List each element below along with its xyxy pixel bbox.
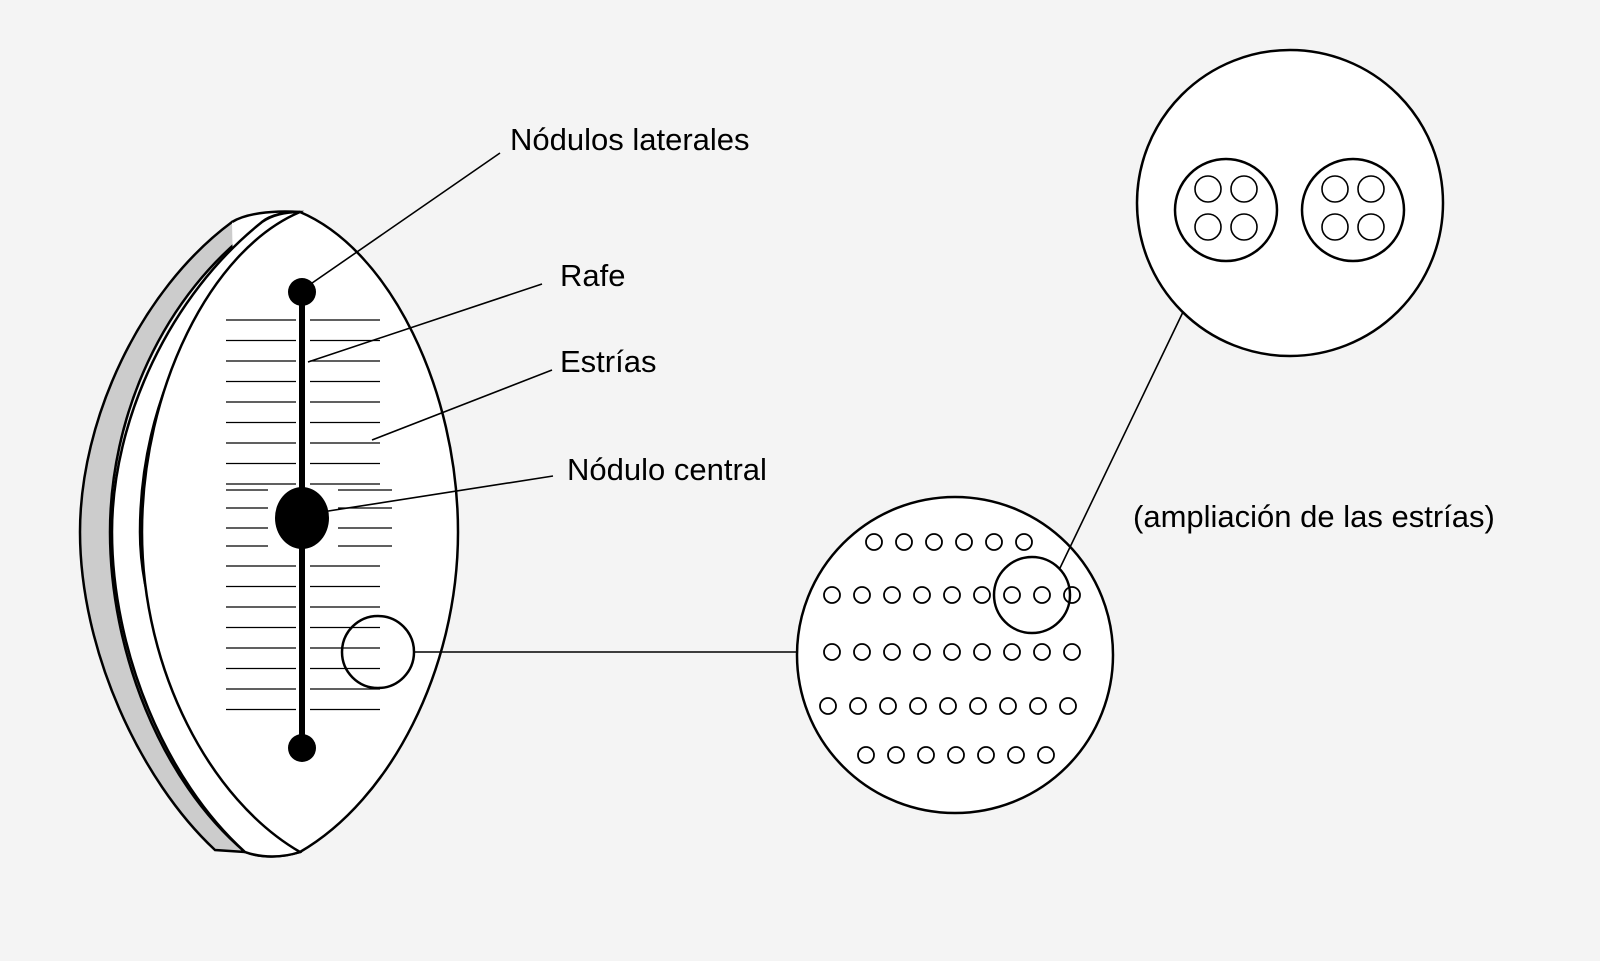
pore: [853, 643, 871, 661]
pore: [973, 643, 991, 661]
pore: [943, 643, 961, 661]
pore-cluster-left: [1173, 157, 1279, 263]
pore-sub: [1321, 213, 1349, 241]
pore: [849, 697, 867, 715]
pore: [883, 586, 901, 604]
label-lateral-nodules: Nódulos laterales: [510, 122, 750, 157]
pore: [1015, 533, 1033, 551]
central-nodule: [275, 487, 329, 549]
pore: [955, 533, 973, 551]
pore: [853, 586, 871, 604]
pore: [985, 533, 1003, 551]
pore-sub: [1194, 213, 1222, 241]
pore: [1007, 746, 1025, 764]
pore-outer: [1173, 157, 1279, 263]
lateral-nodule-bottom: [288, 734, 316, 762]
pore: [1029, 697, 1047, 715]
pore-sub: [1194, 175, 1222, 203]
diatom-frustule: [78, 210, 460, 858]
pore: [1033, 586, 1051, 604]
pore: [913, 586, 931, 604]
pore-rows: [819, 533, 1081, 764]
label-enlargement: (ampliación de las estrías): [1133, 499, 1495, 534]
pore: [939, 697, 957, 715]
pore-sub: [1321, 175, 1349, 203]
pore-sub: [1230, 175, 1258, 203]
label-raphe: Rafe: [560, 258, 625, 293]
pore: [895, 533, 913, 551]
pore: [865, 533, 883, 551]
zoom-source-circle-2: [992, 555, 1072, 635]
zoom-connector-2: [1059, 311, 1184, 569]
pore: [1063, 586, 1081, 604]
leader-lines: [301, 152, 554, 513]
pore: [913, 643, 931, 661]
pore: [943, 586, 961, 604]
pore: [1003, 586, 1021, 604]
pore: [917, 746, 935, 764]
pore: [857, 746, 875, 764]
pore: [925, 533, 943, 551]
magnification-circle: [795, 495, 1115, 815]
pore: [1063, 643, 1081, 661]
striae-magnification: [795, 311, 1184, 815]
label-central-nodule: Nódulo central: [567, 452, 767, 487]
pore: [883, 643, 901, 661]
pore: [819, 697, 837, 715]
pore-sub: [1357, 213, 1385, 241]
label-striae: Estrías: [560, 344, 656, 379]
pore: [947, 746, 965, 764]
pore-cluster-right: [1300, 157, 1406, 263]
pore: [1033, 643, 1051, 661]
leader-central-nodule: [321, 475, 554, 513]
leader-raphe: [307, 283, 543, 363]
pore: [1003, 643, 1021, 661]
pore: [1037, 746, 1055, 764]
pore: [1059, 697, 1077, 715]
pore: [823, 643, 841, 661]
pore: [969, 697, 987, 715]
pore: [909, 697, 927, 715]
pore: [823, 586, 841, 604]
pore: [887, 746, 905, 764]
leader-lateral-nodules: [301, 152, 501, 291]
pore: [999, 697, 1017, 715]
leader-striae: [371, 369, 553, 441]
pore-sub: [1357, 175, 1385, 203]
pore-outer: [1300, 157, 1406, 263]
pore: [879, 697, 897, 715]
magnification-circle-2: [1135, 48, 1445, 358]
pore: [973, 586, 991, 604]
pore-magnification: [1135, 48, 1445, 358]
lateral-nodule-top: [288, 278, 316, 306]
pore: [977, 746, 995, 764]
pore-sub: [1230, 213, 1258, 241]
